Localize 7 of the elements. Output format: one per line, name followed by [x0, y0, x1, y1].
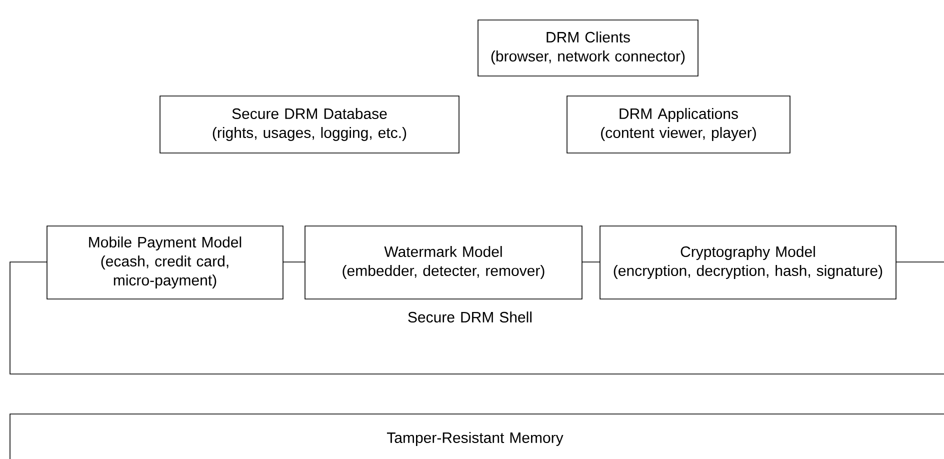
model-box: Watermark Model (embedder, detecter, remover)	[304, 226, 582, 300]
model-box: Cryptography Model (encryption, decryption, hash, signature)	[600, 226, 896, 300]
model-box: Secure DRM Database (rights, usages, logging, etc.)	[160, 96, 460, 154]
model-box: DRM Clients (browser, network connector)	[478, 20, 698, 76]
memory-box: Tamper-Resistant Memory	[10, 414, 944, 459]
model-box: DRM Applications (content viewer, player)	[566, 96, 790, 154]
model-box: Mobile Payment Model (ecash, credit card, micro-payment)	[46, 226, 284, 300]
